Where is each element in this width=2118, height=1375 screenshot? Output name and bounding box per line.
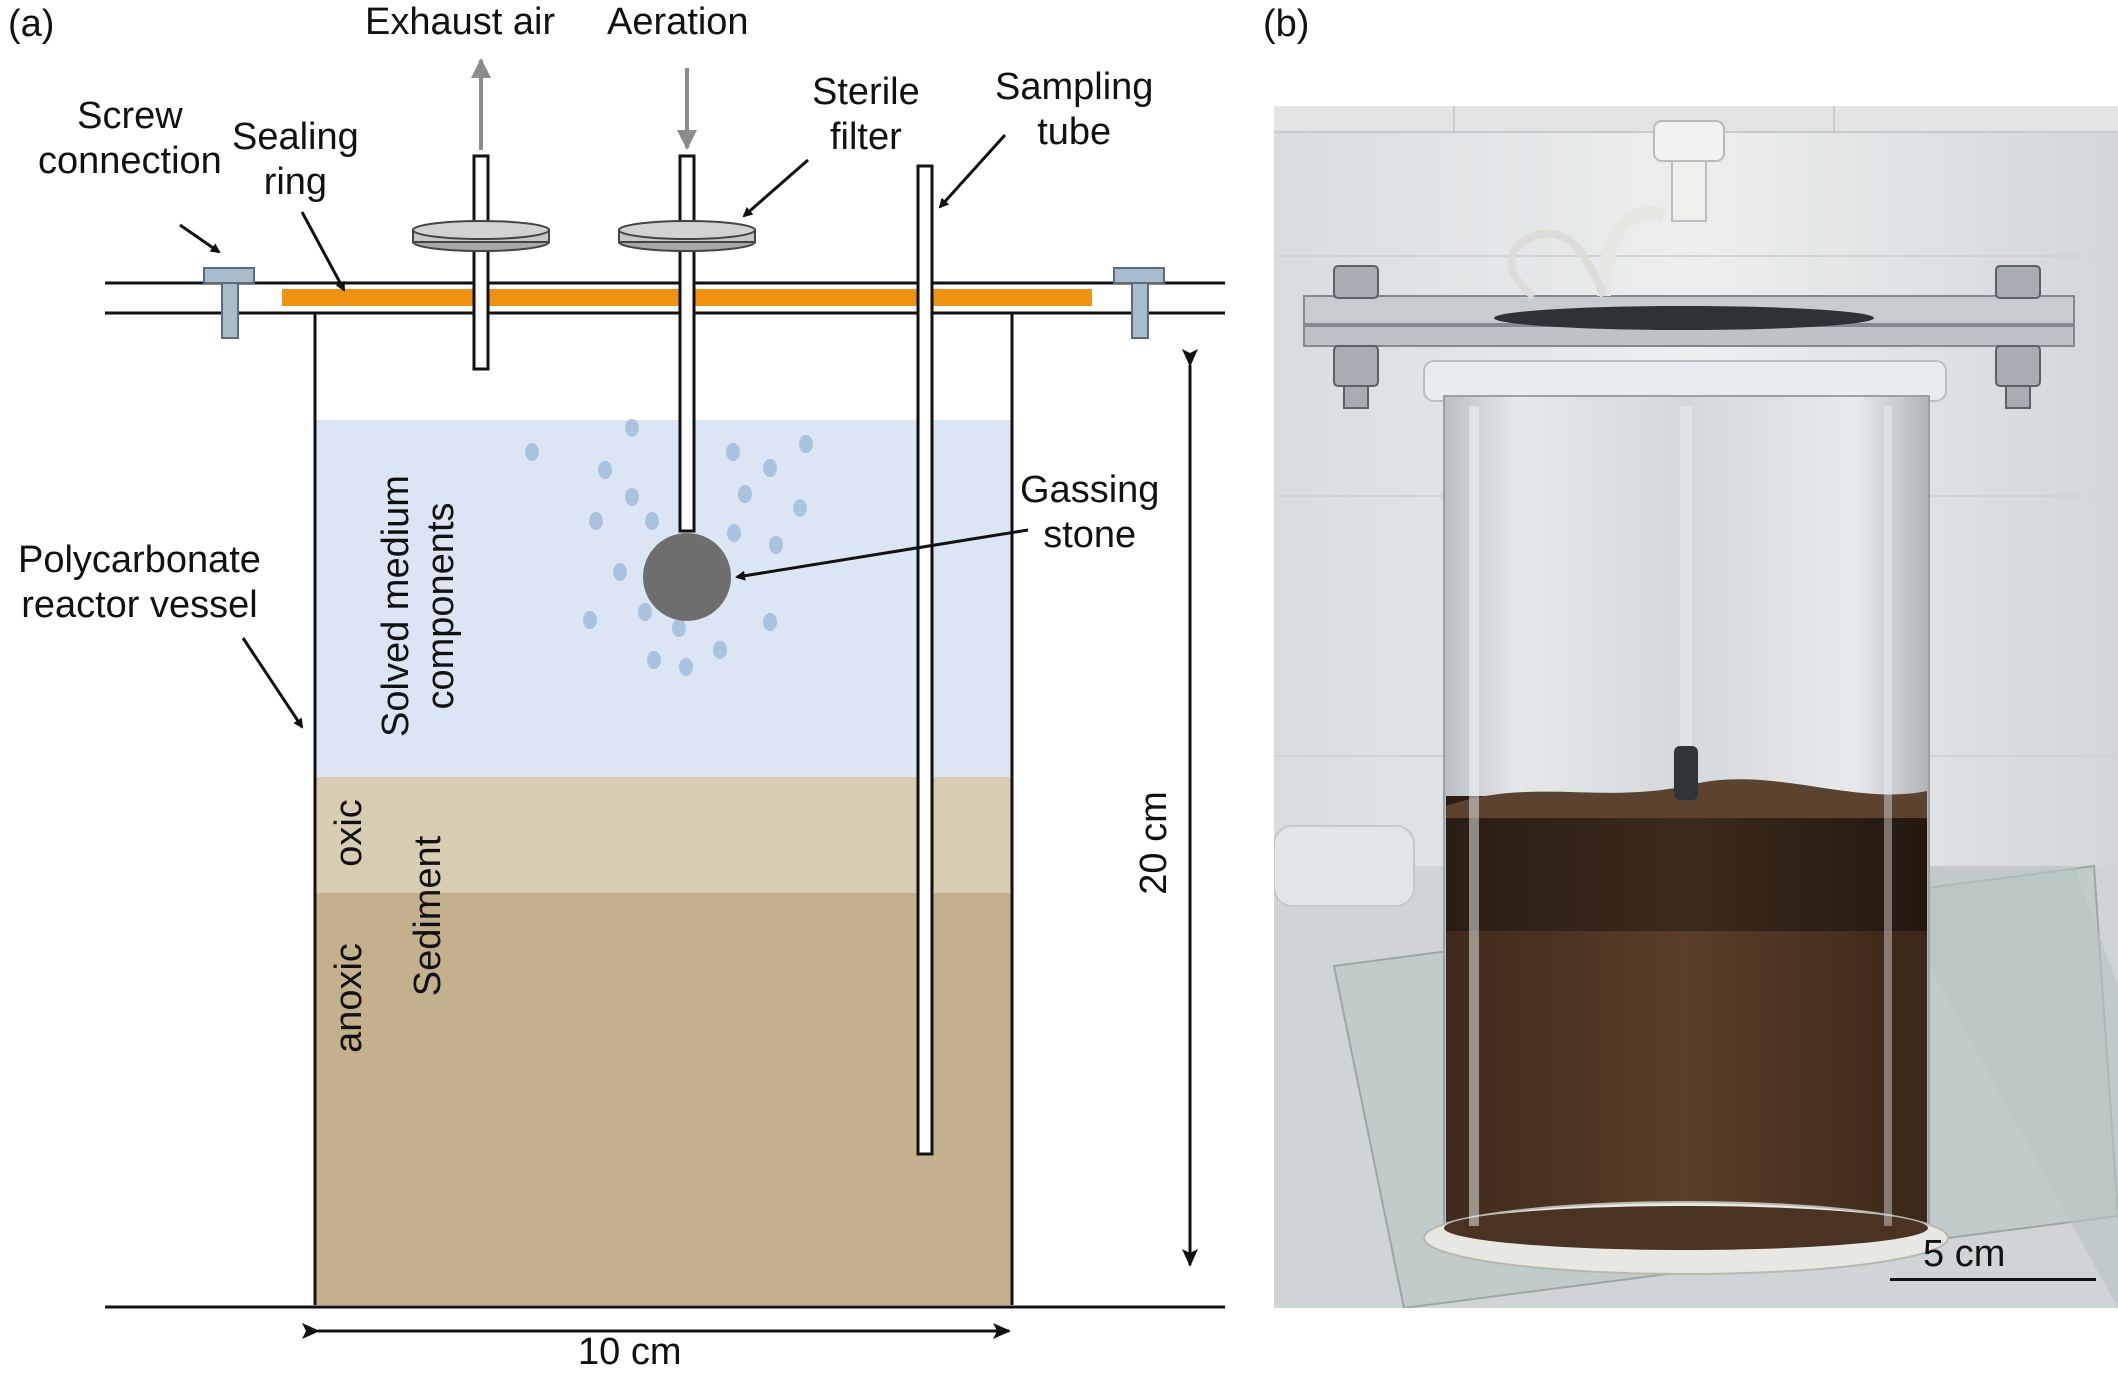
sterile-filter-disc: [618, 220, 756, 252]
sampling-tube-label: Sampling tube: [995, 66, 1154, 153]
oxic-label: oxic: [328, 799, 370, 867]
sterile-filter-arrow: [742, 158, 809, 218]
exhaust-filter-disc: [412, 220, 550, 252]
sampling-tube-arrow: [938, 133, 1007, 209]
aeration-label: Aeration: [607, 1, 749, 43]
oxic-sediment-layer: [315, 777, 1012, 893]
reactor-vessel-label: Polycarbonate reactor vessel: [18, 539, 261, 626]
exhaust-air-label: Exhaust air: [365, 1, 556, 43]
screw-connection-arrow: [179, 223, 221, 254]
anoxic-sediment-layer: [315, 893, 1012, 1305]
sterile-filter-label: Sterile filter: [812, 71, 920, 158]
screw-bolt-right: [1113, 267, 1165, 339]
gassing-stone-arrow: [735, 528, 1029, 581]
screw-bolt-left: [203, 267, 255, 339]
sealing-ring-label: Sealing ring: [232, 116, 359, 203]
panel-b-label: (b): [1263, 3, 1310, 45]
sealing-ring-arrow: [300, 211, 346, 292]
height-label: 20 cm: [1133, 791, 1175, 895]
bubbles: [525, 419, 813, 676]
gassing-stone: [643, 533, 731, 621]
aeration-tube: [678, 154, 696, 533]
panel-a-label: (a): [8, 3, 55, 45]
anoxic-label: anoxic: [328, 943, 370, 1053]
sediment-label: Sediment: [407, 835, 449, 997]
solved-medium-label: Solved medium components: [375, 475, 462, 737]
sampling-tube: [916, 164, 934, 1156]
scale-bar: [1890, 1278, 2096, 1281]
reactor-diagram: [105, 58, 1225, 1339]
screw-connection-label: Screw connection: [38, 95, 222, 182]
reactor-photo: [1274, 106, 2118, 1308]
gassing-stone-label: Gassing stone: [1020, 469, 1160, 556]
scale-bar-label: 5 cm: [1923, 1233, 2006, 1275]
exhaust-tube: [472, 154, 490, 371]
width-label: 10 cm: [578, 1331, 682, 1373]
reactor-vessel-arrow: [241, 637, 304, 729]
